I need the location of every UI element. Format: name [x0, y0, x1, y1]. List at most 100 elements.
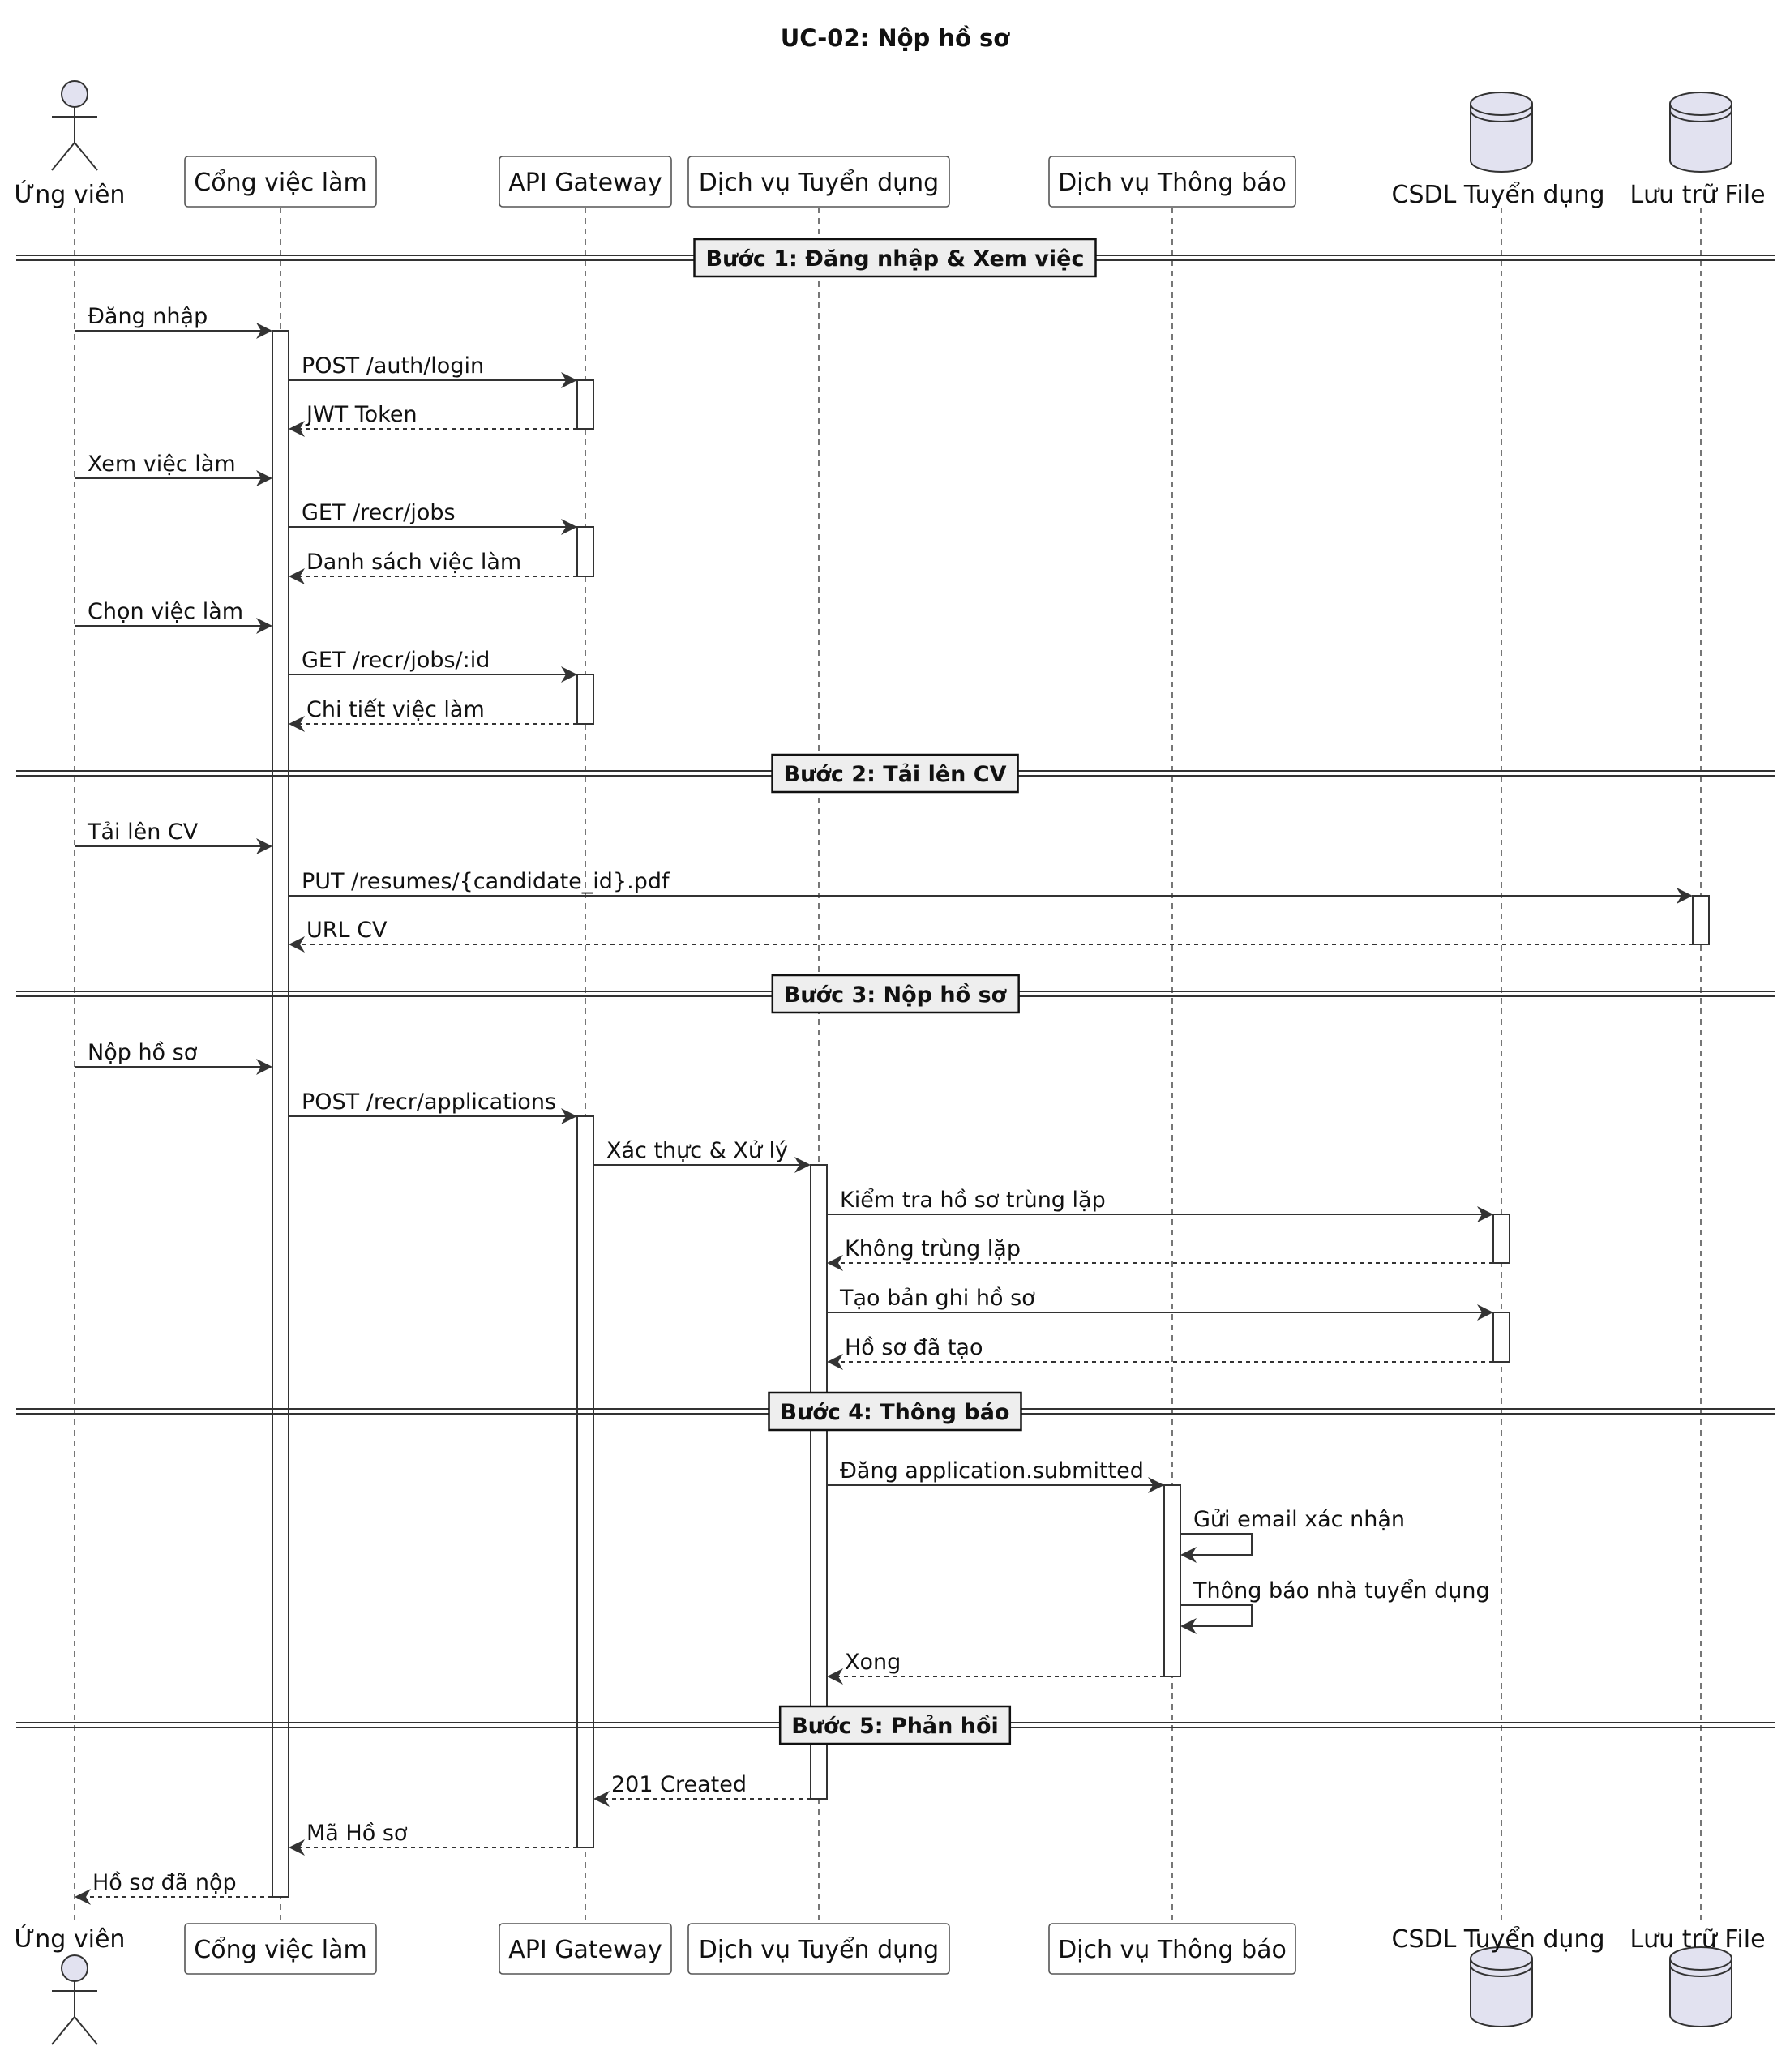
message-arrow: Danh sách việc làm [289, 550, 577, 584]
message-label: Gửi email xác nhận [1193, 1507, 1405, 1532]
message-arrow: Kiểm tra hồ sơ trùng lặp [827, 1188, 1493, 1222]
message-arrow: URL CV [289, 918, 1693, 953]
section-divider: Bước 3: Nộp hồ sơ [16, 974, 1775, 1014]
section-divider: Bước 4: Thông báo [16, 1391, 1775, 1432]
activation-bar-portal [272, 330, 289, 1898]
database-cylinder-icon [1669, 1946, 1732, 2027]
message-label: Không trùng lặp [845, 1236, 1021, 1261]
message-arrow: POST /auth/login [289, 353, 577, 388]
participant-top-gateway: API Gateway [499, 156, 672, 208]
database-top-db: CSDL Tuyển dụng [1392, 92, 1605, 209]
activation-bar-gateway [576, 1115, 594, 1848]
message-arrow: Hồ sơ đã nộp [75, 1870, 272, 1905]
participant-label: Lưu trữ File [1629, 1925, 1765, 1954]
activation-bar-db [1492, 1312, 1510, 1363]
message-arrow: Đăng application.submitted [827, 1458, 1164, 1493]
message-arrow: GET /recr/jobs/:id [289, 648, 577, 683]
message-label: JWT Token [305, 402, 418, 427]
participant-box [499, 1923, 672, 1975]
participant-bottom-gateway: API Gateway [499, 1923, 672, 1975]
database-cylinder-icon [1470, 1946, 1533, 2027]
activation-bar-storage [1692, 895, 1710, 945]
message-label: Đăng nhập [88, 304, 208, 329]
message-label: POST /auth/login [302, 353, 484, 379]
participant-label: Lưu trữ File [1629, 181, 1765, 209]
message-label: Đăng application.submitted [840, 1458, 1144, 1483]
message-label: Hồ sơ đã nộp [92, 1870, 237, 1895]
database-bottom-storage: Lưu trữ File [1629, 1925, 1766, 2027]
participant-bottom-notify: Dịch vụ Thông báo [1048, 1923, 1296, 1975]
participant-label: Dịch vụ Tuyển dụng [699, 168, 939, 197]
message-arrow: PUT /resumes/{candidate_id}.pdf [289, 869, 1693, 904]
participant-box [184, 156, 377, 208]
participant-label: API Gateway [508, 169, 662, 197]
message-label: Tạo bản ghi hồ sơ [839, 1286, 1035, 1311]
activation-bar-recruit [810, 1164, 828, 1800]
message-arrow: Tải lên CV [75, 820, 272, 854]
participant-label: Dịch vụ Tuyển dụng [699, 1935, 939, 1964]
message-arrow: Mã Hồ sơ [289, 1821, 577, 1856]
section-divider-box [778, 1705, 1012, 1745]
message-arrow: Xem việc làm [75, 452, 272, 486]
message-label: Xác thực & Xử lý [606, 1138, 788, 1163]
message-arrow: Nộp hồ sơ [75, 1040, 272, 1075]
message-arrow: Đăng nhập [75, 304, 272, 339]
database-bottom-db: CSDL Tuyển dụng [1392, 1924, 1605, 2027]
participant-label: Ứng viên [15, 1924, 126, 1954]
section-divider-box [768, 1391, 1022, 1432]
actor-figure-icon [51, 80, 98, 171]
section-divider: Bước 2: Tải lên CV [16, 753, 1775, 794]
participant-label: Dịch vụ Thông báo [1058, 1936, 1287, 1964]
actor-figure-icon [51, 1954, 98, 2045]
message-arrow: Thông báo nhà tuyển dụng [1180, 1578, 1490, 1634]
participant-box [1048, 156, 1296, 208]
participant-box [1048, 1923, 1296, 1975]
participant-box [687, 1923, 950, 1975]
participant-label: CSDL Tuyển dụng [1392, 1924, 1605, 1954]
actor-top-candidate: Ứng viên [15, 80, 126, 209]
message-label: Thông báo nhà tuyển dụng [1193, 1578, 1490, 1603]
activation-bar-gateway [576, 674, 594, 725]
section-divider-label: Bước 5: Phản hồi [791, 1714, 999, 1739]
message-arrow: POST /recr/applications [289, 1090, 577, 1124]
section-divider-label: Bước 4: Thông báo [781, 1400, 1010, 1425]
activations-layer [272, 330, 1710, 1898]
participant-bottom-recruit: Dịch vụ Tuyển dụng [687, 1923, 950, 1975]
participant-label: Cổng việc làm [194, 1935, 366, 1964]
message-arrow: 201 Created [593, 1772, 811, 1807]
message-arrow: Hồ sơ đã tạo [827, 1335, 1493, 1370]
database-cylinder-icon [1669, 92, 1732, 173]
message-label: GET /recr/jobs/:id [302, 648, 490, 673]
participant-box [687, 156, 950, 208]
section-divider-box [771, 974, 1020, 1014]
participant-label: Ứng viên [15, 179, 126, 209]
participant-label: Dịch vụ Thông báo [1058, 169, 1287, 197]
message-label: URL CV [306, 918, 388, 943]
message-label: Kiểm tra hồ sơ trùng lặp [840, 1188, 1106, 1213]
participant-label: CSDL Tuyển dụng [1392, 180, 1605, 209]
message-arrow: JWT Token [289, 402, 577, 437]
message-arrow: Không trùng lặp [827, 1236, 1493, 1271]
participant-bottom-portal: Cổng việc làm [184, 1923, 377, 1975]
participant-box [184, 1923, 377, 1975]
message-label: Tải lên CV [87, 820, 199, 845]
message-label: Chọn việc làm [88, 599, 243, 624]
database-top-storage: Lưu trữ File [1629, 92, 1766, 209]
message-label: Nộp hồ sơ [88, 1040, 198, 1065]
activation-bar-db [1492, 1214, 1510, 1264]
message-label: Danh sách việc làm [306, 550, 521, 575]
participant-top-notify: Dịch vụ Thông báo [1048, 156, 1296, 208]
participant-top-recruit: Dịch vụ Tuyển dụng [687, 156, 950, 208]
participant-top-portal: Cổng việc làm [184, 156, 377, 208]
section-divider-box [771, 753, 1019, 794]
message-label: Mã Hồ sơ [306, 1821, 408, 1846]
section-divider-label: Bước 3: Nộp hồ sơ [784, 982, 1008, 1008]
message-arrow: Xác thực & Xử lý [593, 1138, 811, 1173]
section-divider: Bước 5: Phản hồi [16, 1705, 1775, 1745]
message-label: 201 Created [611, 1772, 747, 1797]
message-label: GET /recr/jobs [302, 500, 456, 525]
message-arrow: Chi tiết việc làm [289, 697, 577, 732]
